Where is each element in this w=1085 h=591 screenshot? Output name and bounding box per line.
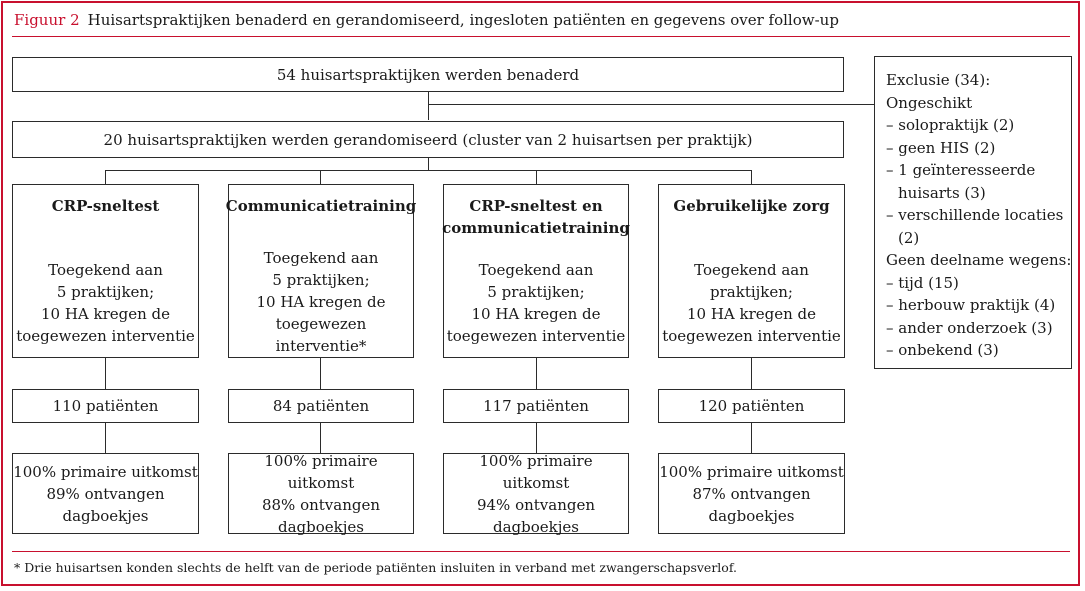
exclusion-line: Geen deelname wegens: [886, 251, 1072, 269]
arm-allocation-line: Toegekend aan [263, 249, 379, 267]
randomised-text: 20 huisartspraktijken werden gerandomise… [103, 130, 753, 149]
exclusion-line: – ander onderzoek (3) [886, 318, 1053, 337]
outcome-line: dagboekjes [278, 517, 364, 536]
arm-allocation-line: praktijken; [710, 283, 793, 301]
arm-box-usual-care: Gebruikelijke zorg Toegekend aan praktij… [658, 184, 845, 358]
approached-box: 54 huisartspraktijken werden benaderd [12, 57, 844, 92]
exclusion-line: – geen HIS (2) [886, 138, 996, 157]
exclusion-box: Exclusie (34): Ongeschikt – solopraktijk… [874, 56, 1072, 369]
connector-arm-1-top [105, 170, 106, 184]
arm-allocation-line: 5 praktijken; [56, 283, 155, 301]
header-rule [12, 36, 1070, 37]
arm-allocation-line: toegewezen interventie* [275, 315, 367, 355]
arm-allocation-line: 10 HA kregen de [471, 305, 601, 323]
outcome-line: dagboekjes [493, 517, 579, 536]
outcome-line: 100% primaire uitkomst [479, 451, 593, 492]
outcome-box-crp-communication: 100% primaire uitkomst 94% ontvangen dag… [443, 451, 629, 536]
arm-box-communication: Communicatietraining Toegekend aan 5 pra… [226, 184, 416, 358]
footnote: * Drie huisartsen konden slechts de helf… [14, 560, 737, 575]
figure-label: Figuur 2 [14, 11, 80, 29]
footnote-rule [12, 551, 1070, 552]
arm-title-line: CRP-sneltest [51, 197, 160, 215]
arm-box-crp-communication: CRP-sneltest en communicatietraining Toe… [442, 184, 630, 358]
figure-title: Huisartspraktijken benaderd en gerandomi… [87, 11, 839, 29]
patients-box-crp: 110 patiënten [12, 389, 199, 423]
connector-arm-4-top [751, 170, 752, 184]
exclusion-line: – onbekend (3) [886, 341, 999, 359]
connector-arm-3-patients [536, 357, 537, 389]
arm-allocation-line: Toegekend aan [48, 261, 163, 279]
outcome-line: 100% primaire uitkomst [659, 462, 844, 481]
outcome-line: 87% ontvangen [692, 484, 811, 503]
approached-text: 54 huisartspraktijken werden benaderd [276, 65, 580, 84]
arm-allocation: Toegekend aan 5 praktijken; 10 HA kregen… [229, 247, 413, 357]
arm-allocation-line: 10 HA kregen de [686, 305, 817, 323]
connector-arm-3-outcome [536, 422, 537, 453]
arm-allocation-line: 10 HA kregen de [256, 293, 386, 311]
patients-count: 110 patiënten [52, 397, 159, 415]
exclusion-line: (2) [898, 228, 920, 247]
patients-count: 84 patiënten [272, 397, 370, 415]
connector-arm-1-patients [105, 357, 106, 389]
connector-arm-2-patients [320, 357, 321, 389]
connector-arm-2-outcome [320, 422, 321, 453]
outcome-line: dagboekjes [708, 506, 795, 525]
arm-title-line: CRP-sneltest en [469, 197, 603, 215]
exclusion-line: Ongeschikt [886, 93, 973, 112]
outcome-box-communication: 100% primaire uitkomst 88% ontvangen dag… [228, 451, 414, 536]
arm-allocation-line: 10 HA kregen de [40, 305, 171, 323]
outcome-line: 88% ontvangen [261, 495, 381, 514]
exclusion-line: – solopraktijk (2) [886, 116, 1015, 134]
outcome-box-usual-care: 100% primaire uitkomst 87% ontvangen dag… [658, 453, 845, 534]
connector-arm-4-outcome [751, 422, 752, 453]
connector-arm-2-top [320, 170, 321, 184]
connector-arm-3-top [536, 170, 537, 184]
arm-allocation-line: toegewezen interventie [446, 327, 626, 345]
patients-count: 117 patiënten [483, 397, 589, 415]
arm-allocation-line: toegewezen interventie [662, 327, 841, 345]
outcome-box-crp: 100% primaire uitkomst 89% ontvangen dag… [12, 453, 199, 534]
outcome-line: dagboekjes [62, 506, 149, 525]
connector-arms-horizontal [105, 170, 752, 171]
arm-title: Gebruikelijke zorg [673, 195, 829, 251]
exclusion-line: – tijd (15) [886, 273, 959, 292]
arm-allocation-line: Toegekend aan [694, 261, 809, 279]
randomised-box: 20 huisartspraktijken werden gerandomise… [12, 121, 844, 158]
arm-allocation-line: toegewezen interventie [16, 327, 195, 345]
connector-approached-randomised [428, 91, 429, 120]
exclusion-line: – herbouw praktijk (4) [886, 296, 1056, 314]
arm-allocation: Toegekend aan 5 praktijken; 10 HA kregen… [447, 259, 626, 347]
patients-count: 120 patiënten [698, 397, 805, 415]
arm-title: Communicatietraining [226, 195, 416, 239]
arm-title-line: Communicatietraining [225, 197, 417, 215]
arm-allocation-line: Toegekend aan [478, 261, 594, 279]
arm-allocation-line: 5 praktijken; [272, 271, 370, 289]
arm-allocation-line: 5 praktijken; [487, 283, 585, 301]
arm-allocation: Toegekend aan praktijken; 10 HA kregen d… [662, 259, 841, 347]
arm-title-line: Gebruikelijke zorg [673, 197, 830, 215]
outcome-line: 89% ontvangen [46, 484, 165, 503]
patients-box-usual-care: 120 patiënten [658, 389, 845, 423]
exclusion-line: huisarts (3) [898, 183, 986, 202]
arm-title-line: communicatietraining [442, 219, 630, 237]
exclusion-line: – verschillende locaties [886, 206, 1064, 224]
connector-exclusion [428, 104, 875, 105]
outcome-line: 100% primaire uitkomst [264, 451, 378, 492]
connector-randomised-split [428, 157, 429, 170]
outcome-line: 100% primaire uitkomst [13, 462, 198, 481]
outcome-line: 94% ontvangen [476, 495, 596, 514]
arm-box-crp: CRP-sneltest Toegekend aan 5 praktijken;… [12, 184, 199, 358]
patients-box-crp-communication: 117 patiënten [443, 389, 629, 423]
arm-allocation: Toegekend aan 5 praktijken; 10 HA kregen… [16, 259, 195, 347]
connector-arm-1-outcome [105, 422, 106, 453]
connector-arm-4-patients [751, 357, 752, 389]
patients-box-communication: 84 patiënten [228, 389, 414, 423]
arm-title: CRP-sneltest [52, 195, 160, 251]
exclusion-line: Exclusie (34): [886, 71, 991, 89]
figure-header: Figuur 2 Huisartspraktijken benaderd en g… [14, 11, 839, 29]
arm-title: CRP-sneltest en communicatietraining [442, 195, 630, 251]
exclusion-line: – 1 geïnteresseerde [886, 161, 1036, 179]
